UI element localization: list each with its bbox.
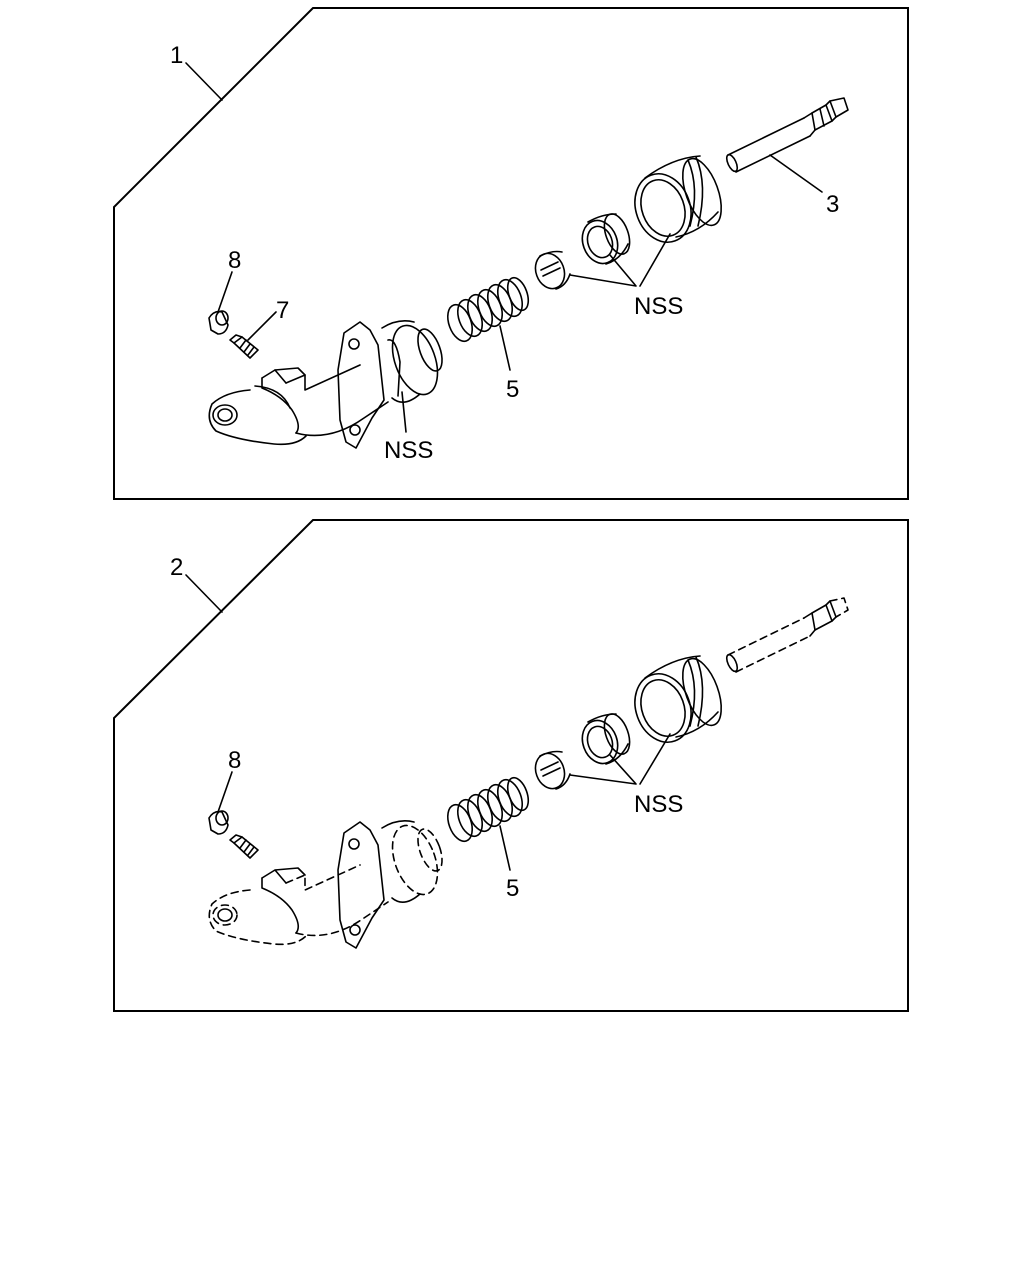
return-spring-2 [446, 776, 530, 843]
panel-1: 1 3 [113, 7, 909, 500]
pushrod-phantom [725, 597, 849, 673]
piston-2 [534, 750, 571, 790]
panel-2-ref-label: 2 [170, 554, 183, 581]
return-spring [446, 276, 530, 343]
cap-callout-2: 8 [228, 747, 241, 774]
bleeder-screw-2 [229, 834, 259, 859]
cap-leader-2 [217, 771, 233, 813]
panel-1-ref-label: 1 [170, 42, 183, 69]
cap-callout: 8 [228, 247, 241, 274]
dust-boot [634, 155, 723, 243]
nss-group-callout-2: NSS [634, 791, 683, 818]
pushrod-callout: 3 [826, 191, 839, 218]
panel-2-ref-leader [185, 574, 223, 613]
bleeder-screw [229, 334, 259, 359]
spring-leader [499, 325, 511, 371]
nss-group-callout: NSS [634, 293, 683, 320]
bleeder-cap-2 [208, 810, 229, 835]
pushrod-leader [769, 154, 823, 193]
cup-seal [581, 213, 631, 265]
spring-leader-2 [499, 825, 511, 871]
panel-2: 2 [113, 519, 909, 1012]
bleeder-callout: 7 [276, 297, 289, 324]
nss-group-leader [569, 233, 671, 287]
panel-1-frame [113, 7, 909, 500]
piston [534, 250, 571, 290]
bleeder-leader [247, 311, 277, 341]
dust-boot-2 [634, 655, 723, 743]
panel-2-frame [113, 519, 909, 1012]
cup-seal-2 [581, 713, 631, 765]
nss-body-leader [401, 391, 407, 433]
cap-leader [217, 271, 233, 313]
nss-body-callout: NSS [384, 437, 433, 464]
nss-group-leader-2 [569, 733, 671, 785]
spring-callout: 5 [506, 376, 519, 403]
cylinder-body-phantom [208, 820, 443, 949]
pushrod [725, 97, 849, 173]
cylinder-body [208, 320, 443, 449]
panel-1-ref-leader [185, 62, 223, 101]
bleeder-cap [208, 310, 229, 335]
spring-callout-2: 5 [506, 875, 519, 902]
